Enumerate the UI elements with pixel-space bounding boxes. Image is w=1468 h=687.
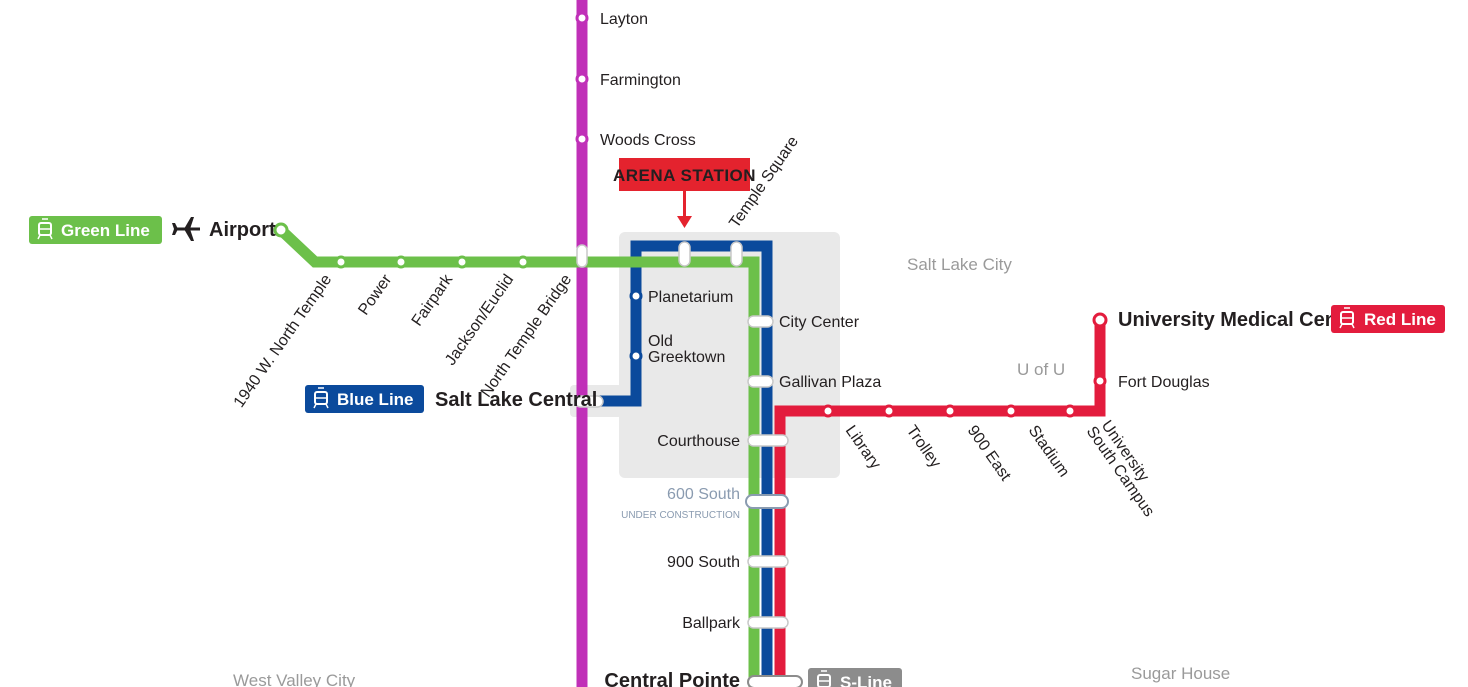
station-dot-library[interactable]: [821, 404, 835, 418]
station-dot-power[interactable]: [394, 255, 408, 269]
red-line-badge[interactable]: Red Line: [1331, 305, 1445, 333]
arena-callout-arrow-head: [677, 216, 692, 228]
blue-line-badge[interactable]: Blue Line: [305, 385, 424, 413]
blue-line-badge-label: Blue Line: [337, 390, 414, 409]
station-label-trolley: Trolley: [903, 423, 944, 472]
station-dot-university-medical-center[interactable]: [1092, 312, 1108, 328]
station-label-900-south: 900 South: [667, 554, 740, 571]
station-label-stadium: Stadium: [1025, 423, 1073, 481]
station-label-university-medical-center: University Medical Center: [1118, 309, 1363, 331]
station-label-old-greektown-line2: Greektown: [648, 349, 725, 366]
area-label-salt-lake-city: Salt Lake City: [907, 255, 1012, 274]
station-label-courthouse: Courthouse: [657, 433, 740, 450]
station-pill-ballpark[interactable]: [747, 616, 789, 629]
station-dot-old-greektown[interactable]: [629, 349, 643, 363]
station-label-airport: Airport: [209, 219, 276, 241]
station-pill-900-south[interactable]: [747, 555, 789, 568]
green-line-badge[interactable]: Green Line: [29, 216, 162, 244]
airplane-icon: [172, 217, 200, 241]
station-label-layton: Layton: [600, 11, 648, 28]
station-pill-600-south[interactable]: [745, 494, 789, 509]
s-line-badge[interactable]: S-Line: [808, 668, 902, 687]
station-label-ballpark: Ballpark: [682, 615, 741, 632]
station-label-city-center: City Center: [779, 314, 860, 331]
station-label-old-greektown-line1: Old: [648, 333, 673, 350]
station-label-900-east: 900 East: [964, 423, 1014, 485]
station-label-farmington: Farmington: [600, 72, 681, 89]
station-pill-central-pointe[interactable]: [747, 675, 803, 687]
station-dot-fairpark[interactable]: [455, 255, 469, 269]
tram-icon: [37, 218, 53, 240]
station-pill-gallivan-plaza[interactable]: [747, 375, 774, 388]
station-label-600-south: 600 South: [667, 486, 740, 503]
station-dot-stadium[interactable]: [1004, 404, 1018, 418]
station-label-gallivan-plaza: Gallivan Plaza: [779, 374, 881, 391]
station-dot-layton[interactable]: [575, 11, 589, 25]
station-label-power: Power: [355, 271, 395, 318]
station-dot-trolley[interactable]: [882, 404, 896, 418]
station-label-central-pointe: Central Pointe: [604, 670, 740, 687]
tram-icon: [1339, 307, 1355, 329]
station-dot-planetarium[interactable]: [629, 289, 643, 303]
area-label-sugar-house: Sugar House: [1131, 664, 1230, 683]
blue-line-track: [588, 240, 773, 687]
station-dot-university-south-campus[interactable]: [1063, 404, 1077, 418]
green-line-track: [277, 225, 760, 687]
station-dot-woods-cross[interactable]: [575, 132, 589, 146]
station-dot-jackson-euclid[interactable]: [516, 255, 530, 269]
station-pill-arena[interactable]: [678, 241, 691, 267]
station-dot-farmington[interactable]: [575, 72, 589, 86]
station-dot-1940-w-north-temple[interactable]: [334, 255, 348, 269]
area-label-u-of-u: U of U: [1017, 360, 1065, 379]
green-line-badge-label: Green Line: [61, 221, 150, 240]
station-label-fairpark: Fairpark: [409, 271, 457, 330]
station-label-library: Library: [842, 423, 884, 473]
s-line-badge-label: S-Line: [840, 673, 892, 687]
tram-icon: [313, 387, 329, 409]
station-pill-city-center[interactable]: [747, 315, 774, 328]
tram-icon: [817, 670, 831, 687]
station-label-planetarium: Planetarium: [648, 289, 733, 306]
station-dot-900-east[interactable]: [943, 404, 957, 418]
station-label-woods-cross: Woods Cross: [600, 132, 696, 149]
station-dot-airport[interactable]: [273, 222, 289, 238]
arena-station-tag: [619, 158, 750, 191]
station-pill-temple-square[interactable]: [730, 241, 743, 267]
station-pill-courthouse[interactable]: [747, 434, 789, 447]
station-label-salt-lake-central: Salt Lake Central: [435, 389, 597, 411]
red-line-track: [774, 320, 1106, 687]
station-pill-north-temple-bridge[interactable]: [576, 244, 588, 268]
arena-station-label: ARENA STATION: [613, 166, 756, 185]
station-pill-salt-lake-central[interactable]: [574, 395, 604, 408]
station-label-fort-douglas: Fort Douglas: [1118, 374, 1210, 391]
red-line-badge-label: Red Line: [1364, 310, 1436, 329]
station-dot-fort-douglas[interactable]: [1093, 374, 1107, 388]
area-label-west-valley-city: West Valley City: [233, 671, 356, 687]
station-label-under-construction: UNDER CONSTRUCTION: [621, 510, 740, 521]
